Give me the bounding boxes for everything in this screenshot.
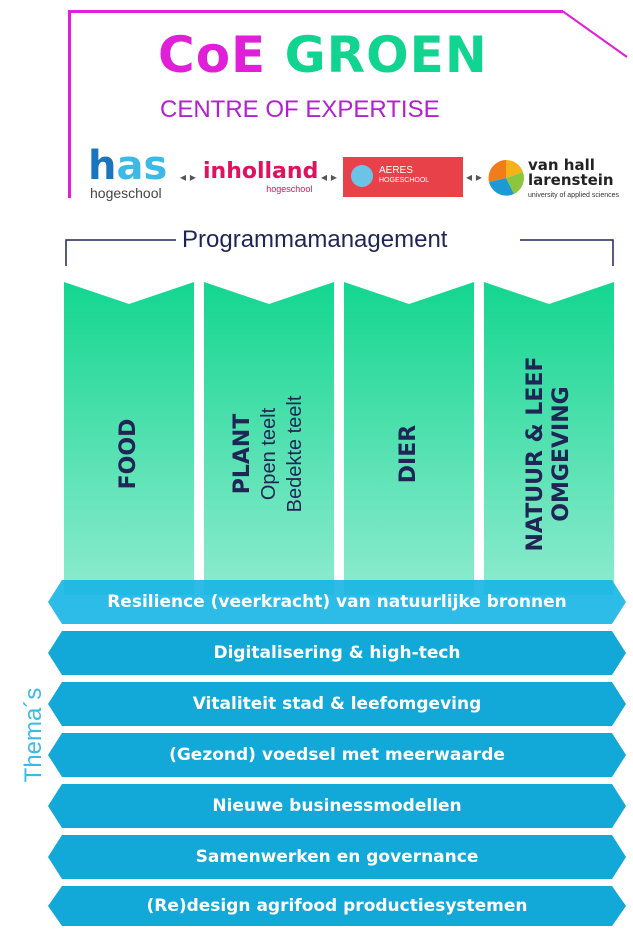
theme-label: Vitaliteit stad & leefomgeving	[192, 694, 482, 714]
has-logo-h: h	[88, 143, 117, 189]
has-logo-as: as	[116, 143, 168, 189]
domain-column-food: FOOD	[64, 282, 194, 595]
domain-title: NATUUR & LEEF	[523, 356, 548, 552]
page-title: CoE GROEN	[158, 26, 488, 84]
theme-label: Resilience (veerkracht) van natuurlijke …	[107, 592, 567, 612]
inholland-logo-sub: hogeschool	[266, 184, 313, 194]
theme-bar: Samenwerken en governance	[48, 835, 626, 879]
themes-label: Thema´s	[20, 687, 47, 783]
title-coe: CoE	[158, 26, 267, 84]
theme-bar: (Re)design agrifood productiesystemen	[48, 886, 626, 930]
page-subtitle: CENTRE OF EXPERTISE	[160, 96, 440, 123]
domain-column-dier: DIER	[344, 282, 474, 595]
aeres-logo: AERES HOGESCHOOL	[343, 157, 463, 197]
has-logo: has hogeschool	[88, 146, 167, 200]
vhl-logo-main: van hall larenstein	[528, 158, 614, 188]
header-frame-corner	[563, 10, 628, 58]
theme-bar: Digitalisering & high-tech	[48, 631, 626, 675]
program-label: Programmamanagement	[182, 226, 448, 253]
connector-icon: ◂ ▸	[466, 170, 482, 184]
connector-icon: ◂ ▸	[321, 170, 337, 184]
domain-title: DIER	[396, 424, 421, 484]
program-bracket	[65, 239, 614, 266]
domain-column-natuur: NATUUR & LEEF OMGEVING	[484, 282, 614, 595]
domain-title-line2: OMGEVING	[549, 386, 574, 522]
domain-title: PLANT	[230, 413, 255, 495]
theme-label: (Gezond) voedsel met meerwaarde	[169, 745, 505, 765]
vhl-logo-sub: university of applied sciences	[528, 192, 620, 199]
theme-label: Samenwerken en governance	[195, 847, 479, 867]
title-groen: GROEN	[284, 26, 488, 84]
aeres-dot-icon	[351, 165, 373, 187]
theme-bar: Vitaliteit stad & leefomgeving	[48, 682, 626, 726]
theme-label: Nieuwe businessmodellen	[212, 796, 462, 816]
theme-label: (Re)design agrifood productiesystemen	[146, 896, 528, 916]
domain-subtitle: Open teelt	[258, 408, 280, 501]
header-frame-left	[68, 10, 71, 198]
vhl-logo-line1: van hall	[528, 156, 595, 174]
domain-column-plant: PLANT Open teelt Bedekte teelt	[204, 282, 334, 595]
inholland-logo: inholland hogeschool	[203, 159, 319, 195]
domain-title: FOOD	[116, 418, 141, 490]
theme-label: Digitalisering & high-tech	[213, 643, 461, 663]
aeres-logo-line1: AERES	[379, 165, 413, 176]
theme-bar: Nieuwe businessmodellen	[48, 784, 626, 828]
theme-bar: (Gezond) voedsel met meerwaarde	[48, 733, 626, 777]
connector-icon: ◂ ▸	[180, 170, 196, 184]
theme-bar: Resilience (veerkracht) van natuurlijke …	[48, 580, 626, 624]
vhl-pie-icon	[488, 160, 524, 196]
inholland-logo-main: inholland	[203, 159, 319, 184]
aeres-logo-line2: HOGESCHOOL	[379, 177, 430, 184]
has-logo-sub: hogeschool	[90, 185, 162, 201]
vhl-logo-line2: larenstein	[528, 171, 614, 189]
domain-subtitle: Bedekte teelt	[284, 395, 306, 513]
header-frame-top	[68, 10, 563, 13]
